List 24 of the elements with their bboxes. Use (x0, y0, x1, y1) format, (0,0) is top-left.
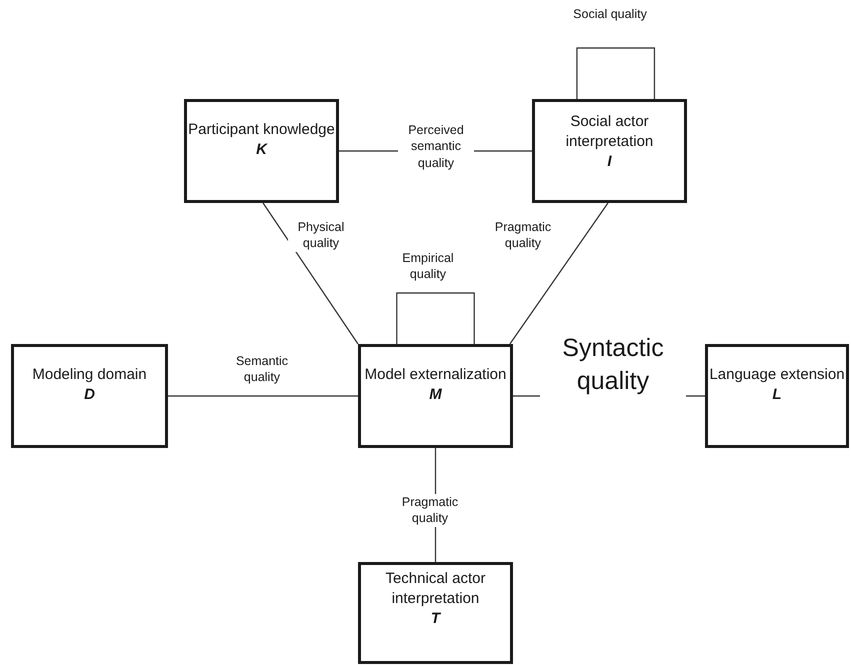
node-letter: T (430, 609, 440, 629)
node-letter: D (84, 385, 95, 405)
node-label: Language extension (709, 365, 845, 385)
loop-line (576, 47, 656, 99)
process-box (532, 99, 687, 203)
process-box (184, 99, 339, 203)
node-label: Participant knowledge (188, 120, 335, 140)
node-label: Model externalization (364, 365, 506, 385)
connector-line (509, 202, 608, 344)
process-box (358, 562, 513, 664)
node-label: Modeling domain (32, 365, 147, 385)
process-box (11, 344, 168, 448)
connector-line (262, 202, 358, 344)
node-letter: I (607, 152, 612, 172)
loop-line (396, 292, 475, 344)
node-letter: K (256, 140, 267, 160)
node-letter: L (772, 385, 782, 405)
node-letter: M (429, 385, 442, 405)
node-label: Technical actor interpretation (384, 569, 487, 609)
connector-line (168, 395, 358, 397)
node-label: Social actor interpretation (564, 112, 654, 152)
process-box (705, 344, 849, 448)
edge-label: Perceived semantic quality (398, 122, 474, 171)
process-box (358, 344, 513, 448)
